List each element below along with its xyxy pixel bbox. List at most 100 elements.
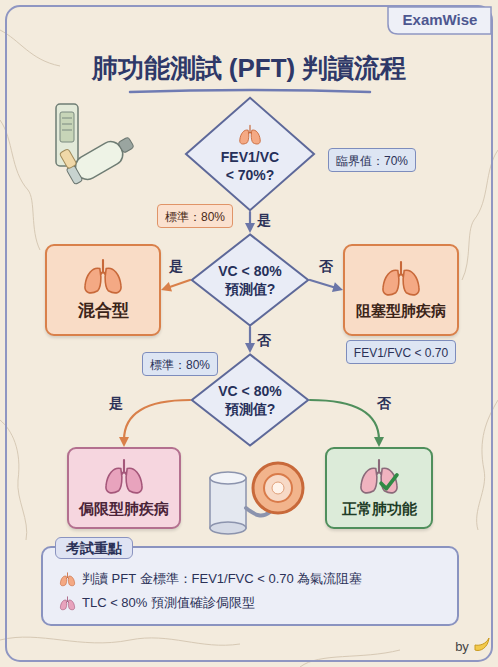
diamond-shape [192,354,308,445]
brand-label: ExamWise [403,11,478,28]
connector-line [168,280,190,288]
panel-text: 判讀 PFT 金標準：FEV1/FVC < 0.70 為氣流阻塞 [82,570,362,588]
result-text: 混合型 [78,300,129,321]
lung-icon [238,124,262,146]
lung-icon [81,258,125,296]
lung-icon [102,458,146,496]
tag-text: 標準：80% [165,210,225,224]
diamond-outline [190,353,310,447]
edge-label-box: 是 [107,394,125,412]
connector [245,212,255,233]
lung-icon [379,260,423,298]
panel-tab: 考試重點 [55,537,133,559]
airway-wall [253,463,303,513]
diamond-shape [192,234,308,325]
result-text: 阻塞型肺疾病 [356,302,446,321]
diamond-text-wrap: FEV1/VC < 70%? [218,148,282,184]
result-box: 侷限型肺疾病 [67,447,181,529]
diamond-outline [190,233,310,327]
diamond-content: VC < 80% 預測值? [215,262,285,298]
lung-icon [357,458,401,496]
meter-window [60,112,74,142]
tag-text: 標準：80% [150,358,210,372]
edge-label-box: 是 [255,211,273,229]
panel-body: 判讀 PFT 金標準：FEV1/FVC < 0.70 為氣流阻塞 TLC < 80… [43,548,457,624]
crack [0,637,240,645]
note-tag: 標準：80% [142,352,218,376]
crack [0,420,27,540]
airway-lumen [272,482,284,494]
right-lung [403,270,419,295]
right-lung [381,468,397,493]
right-lung [68,576,74,586]
tag-text: FEV1/FVC < 0.70 [354,346,448,360]
decision-diamond: FEV1/VC < 70%? [184,96,316,212]
left-lung [85,269,101,294]
connector-line [310,400,379,440]
page-frame [6,6,492,661]
decision-diamond: VC < 80% 預測值? [190,233,310,327]
lung-icon [59,572,76,587]
title-box: 肺功能測試 (PFT) 判讀流程 [0,52,498,84]
connector [245,327,255,353]
panel-row: TLC < 80% 預測值確診侷限型 [59,594,441,612]
connector [310,400,384,447]
note-tag: 標準：80% [157,204,233,228]
crack [477,400,498,530]
right-lung [126,468,142,493]
left-lung [60,576,66,586]
right-lung [105,269,121,294]
left-lung [361,468,377,493]
meter-tick [62,124,72,125]
left-lung [106,468,122,493]
edge-label: 否 [377,395,391,411]
arrow-head [245,343,255,353]
marble-cracks [0,30,498,667]
connector-line [310,280,336,288]
edge-label-box: 否 [375,394,393,412]
result-box: 混合型 [45,244,161,336]
connector [310,280,343,292]
panel-row: 判讀 PFT 金標準：FEV1/FVC < 0.70 為氣流阻塞 [59,570,441,588]
inhaler-illustration [56,104,137,187]
box-content: 侷限型肺疾病 [79,458,169,519]
label-box: by [455,637,469,655]
edge-label: 否 [257,332,271,348]
cylinder-top [210,472,246,484]
brand-tab [388,7,491,34]
meter-tick [62,130,72,131]
meter-tick [62,118,72,119]
canister [59,148,77,169]
decision-text: FEV1/VC < 70%? [221,149,279,183]
arrow-head [245,223,255,233]
connector [119,400,190,447]
decision-diamond: VC < 80% 預測值? [190,353,310,447]
title-underline [130,90,370,92]
crack [300,650,400,667]
connector [161,280,190,291]
title: 肺功能測試 (PFT) 判讀流程 [92,53,407,83]
result-box: 正常肺功能 [325,447,433,529]
crack [0,30,60,66]
note-tag: 臨界值：70% [328,148,416,172]
spirometer-cylinder [210,478,246,528]
edge-label: 是 [257,212,271,228]
right-lung [68,600,74,610]
edge-label-box: 是 [167,257,185,275]
panel-text: TLC < 80% 預測值確診侷限型 [82,594,255,612]
edge-label-box: 否 [255,331,273,349]
left-lung [383,270,399,295]
edge-label-box: 否 [317,257,335,275]
arrow-head [374,437,384,447]
arrow-head [119,437,129,447]
diamond-content: FEV1/VC < 70%? [218,124,282,184]
diamond-content: VC < 80% 預測值? [215,382,285,418]
mouthpiece [118,137,134,153]
lung-icon [59,596,76,611]
spacer-chamber [58,119,138,187]
arrow-head [161,282,172,291]
connector-line [124,400,190,440]
box-content: 混合型 [78,258,129,321]
